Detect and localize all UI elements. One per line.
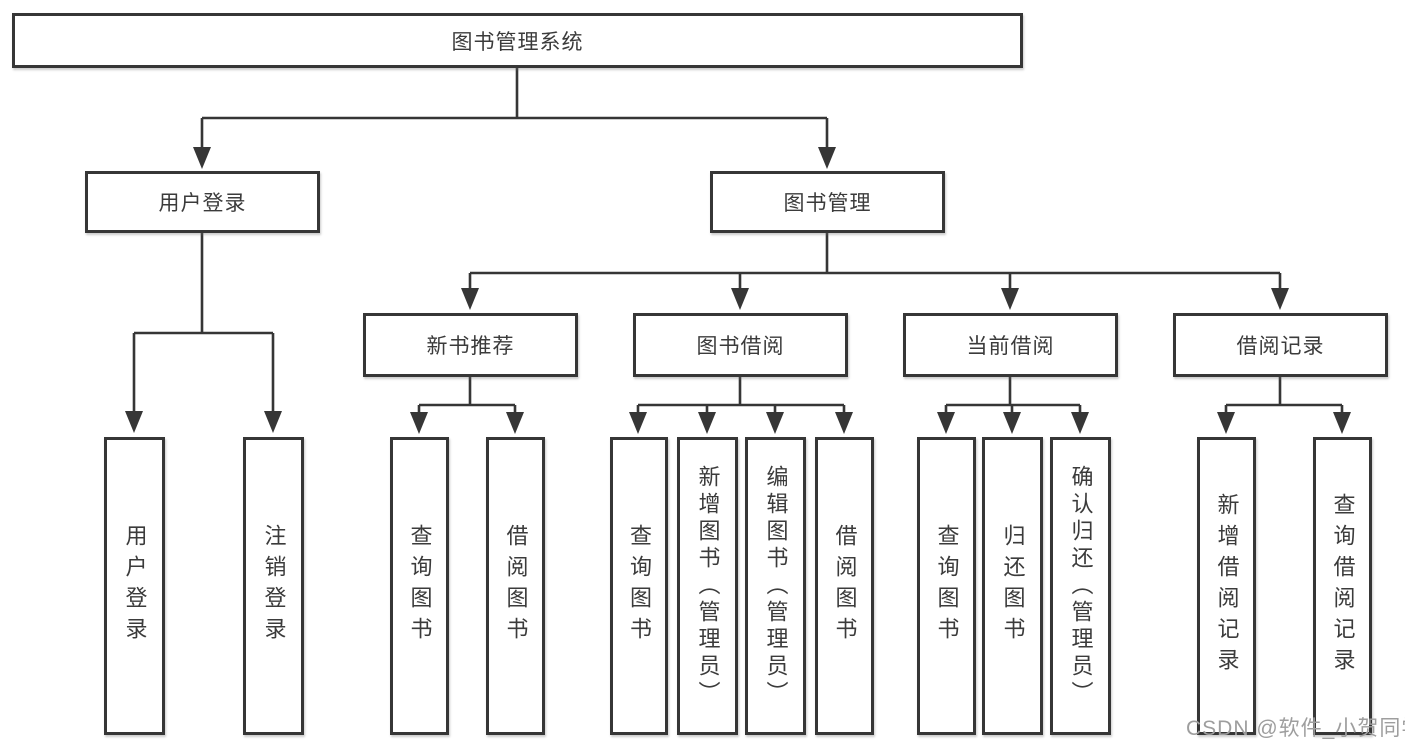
- leaf-add-borrow-record: 新增借阅记录: [1197, 437, 1256, 735]
- leaf-add-books-admin: 新增图书（管理员）: [677, 437, 738, 735]
- leaf-search-borrow-record: 查询借阅记录: [1313, 437, 1372, 735]
- leaf-search-books-current: 查询图书: [917, 437, 976, 735]
- node-new-book-recommendation: 新书推荐: [363, 313, 578, 377]
- leaf-search-books-borrowing: 查询图书: [610, 437, 668, 735]
- node-book-borrowing: 图书借阅: [633, 313, 848, 377]
- node-book-management: 图书管理: [710, 171, 945, 233]
- leaf-return-books: 归还图书: [982, 437, 1043, 735]
- leaf-borrow-books-borrowing: 借阅图书: [815, 437, 874, 735]
- node-current-borrowing: 当前借阅: [903, 313, 1118, 377]
- node-library-management-system: 图书管理系统: [12, 13, 1023, 68]
- csdn-watermark: CSDN @软件_小贺同学: [1186, 717, 1405, 740]
- leaf-confirm-return-admin: 确认归还（管理员）: [1050, 437, 1111, 735]
- leaf-search-books-recommend: 查询图书: [390, 437, 449, 735]
- leaf-user-login: 用户登录: [104, 437, 165, 735]
- leaf-logout-login: 注销登录: [243, 437, 304, 735]
- leaf-borrow-books-recommend: 借阅图书: [486, 437, 545, 735]
- node-borrowing-records: 借阅记录: [1173, 313, 1388, 377]
- node-user-login: 用户登录: [85, 171, 320, 233]
- leaf-edit-books-admin: 编辑图书（管理员）: [745, 437, 806, 735]
